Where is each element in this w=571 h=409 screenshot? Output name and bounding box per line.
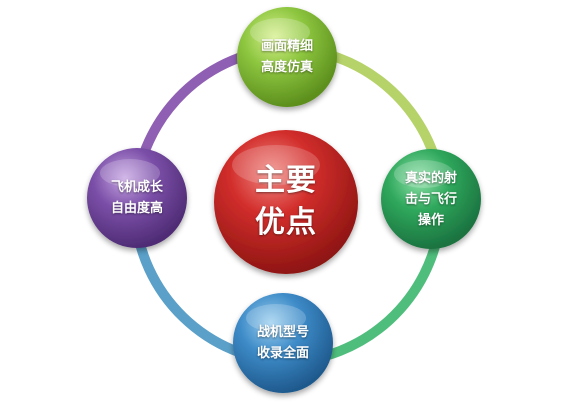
node-right — [381, 149, 481, 249]
node-center — [214, 130, 358, 274]
node-top — [237, 7, 337, 107]
node-left — [87, 148, 187, 248]
node-bottom — [233, 293, 333, 393]
